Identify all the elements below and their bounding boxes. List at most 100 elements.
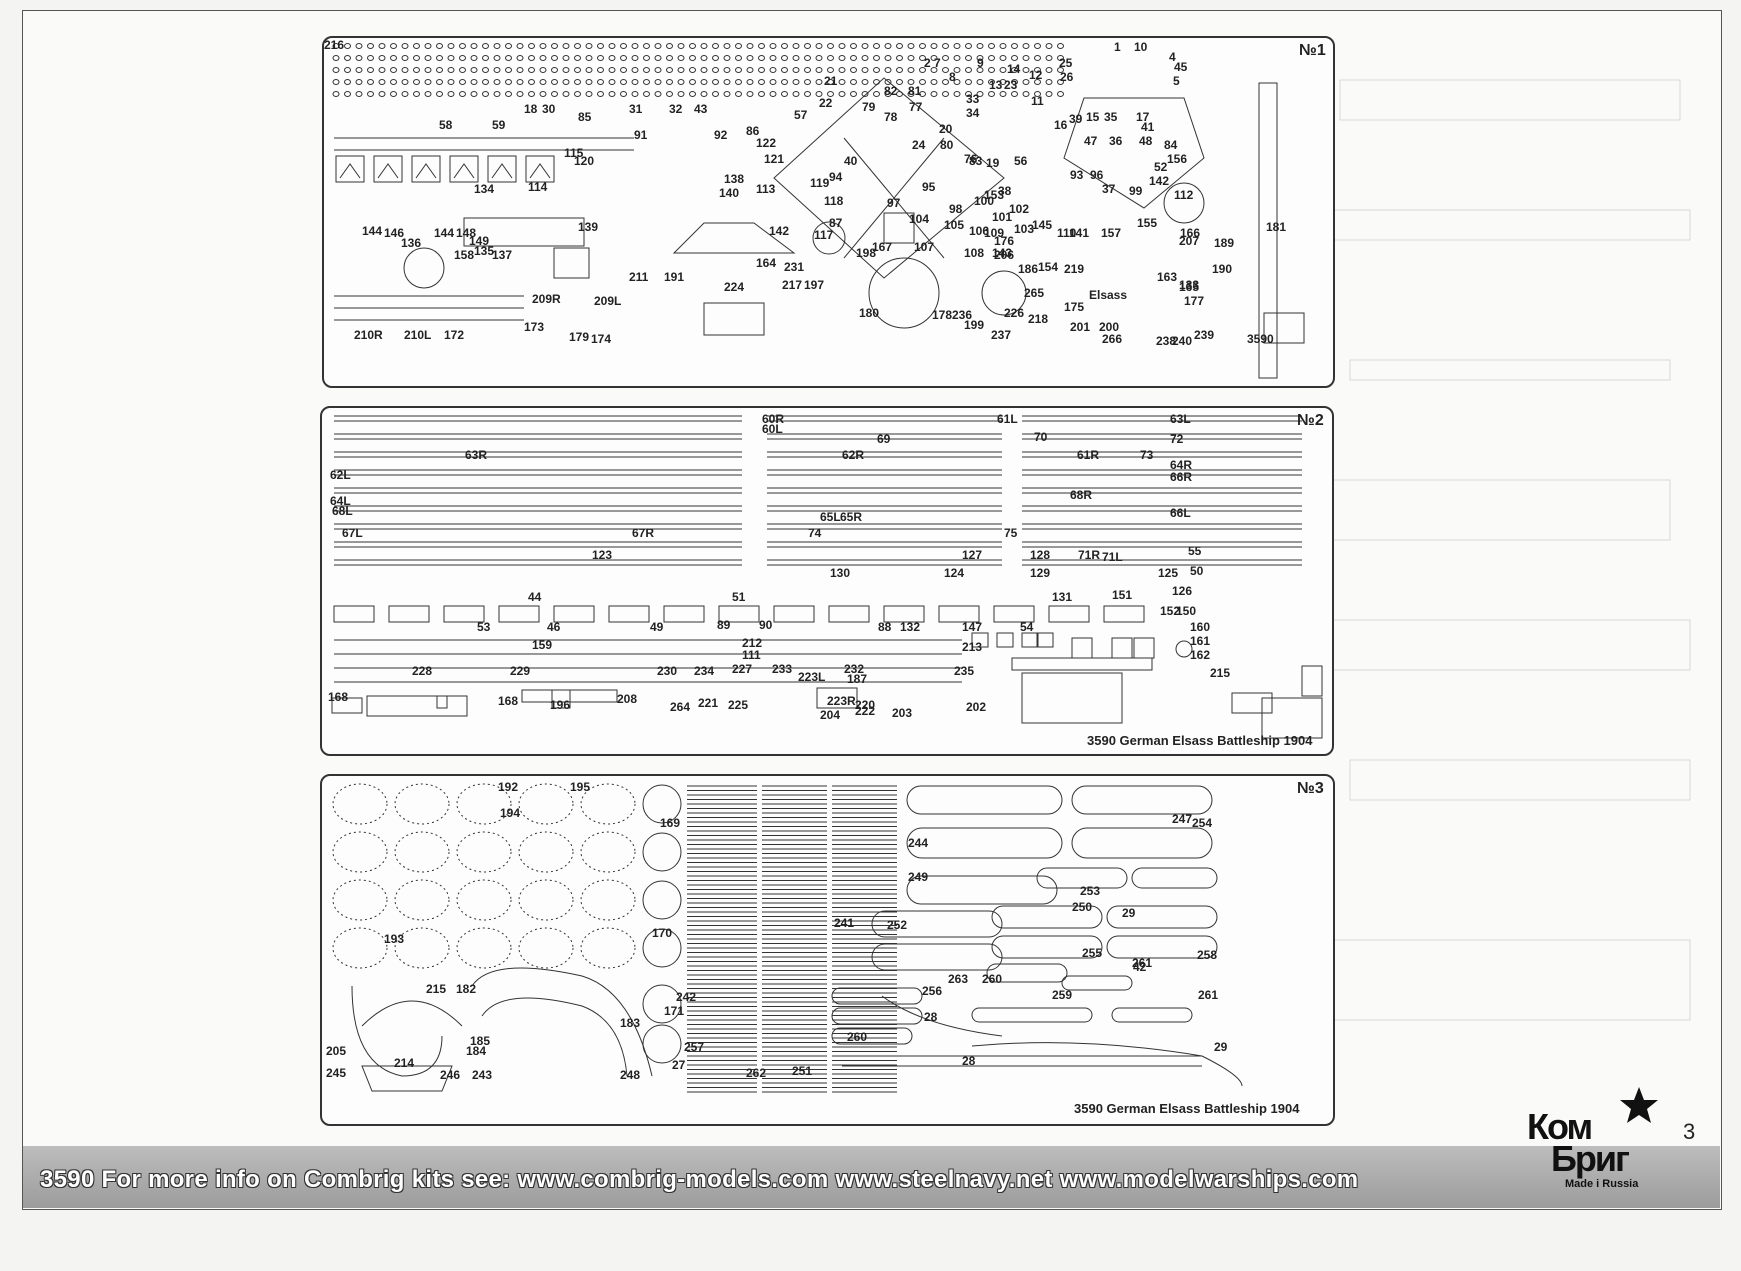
part-number-label: 16 <box>1054 118 1068 132</box>
part-number-label: 197 <box>804 278 825 292</box>
part-number-label: 110 <box>1057 226 1077 240</box>
part-number-label: 178 <box>932 308 953 322</box>
part-number-label: 57 <box>794 108 808 122</box>
part-number-label: 233 <box>772 662 793 676</box>
part-number-label: 144 <box>362 224 383 238</box>
part-number-label: 141 <box>1069 226 1090 240</box>
part-number-label: 114 <box>528 180 548 194</box>
part-number-label: 148 <box>456 226 477 240</box>
star-icon <box>1620 1087 1658 1123</box>
part-number-label: 63L <box>1170 412 1191 426</box>
part-number-label: 128 <box>1030 548 1051 562</box>
part-number-label: 135 <box>474 244 495 258</box>
part-number-label: 11 <box>1031 94 1044 108</box>
part-number-label: 93 <box>1070 168 1084 182</box>
part-number-label: 214 <box>394 1056 415 1070</box>
part-number-label: 43 <box>694 102 708 116</box>
part-number-label: 50 <box>1190 564 1204 578</box>
part-number-label: 136 <box>401 236 422 250</box>
part-number-label: 64L <box>330 494 351 508</box>
part-number-label: 156 <box>1167 152 1188 166</box>
part-number-label: 37 <box>1102 182 1116 196</box>
part-number-label: 187 <box>847 672 868 686</box>
part-number-label: 240 <box>1172 334 1193 348</box>
part-number-label: 112 <box>1174 188 1194 202</box>
part-number-label: 80 <box>940 138 954 152</box>
part-number-label: 230 <box>657 664 678 678</box>
part-number-label: 94 <box>829 170 843 184</box>
part-number-label: 104 <box>909 212 930 226</box>
part-number-label: 133 <box>1179 278 1200 292</box>
fret-3-artwork <box>332 783 1243 1093</box>
part-number-label: 263 <box>948 972 969 986</box>
footer-band <box>23 1146 1720 1208</box>
part-number-label: 10 <box>1134 40 1148 54</box>
part-number-label: 121 <box>764 152 785 166</box>
part-number-label: 129 <box>1030 566 1051 580</box>
part-number-label: 52 <box>1154 160 1168 174</box>
part-number-label: 17 <box>1136 110 1150 124</box>
part-number-label: 154 <box>1038 260 1059 274</box>
part-number-label: 48 <box>1139 134 1153 148</box>
logo-word-bottom: Бриг <box>1551 1138 1630 1179</box>
part-number-label: 9 <box>977 56 984 70</box>
part-number-label: 234 <box>694 664 715 678</box>
part-number-label: 140 <box>719 186 740 200</box>
part-number-label: 159 <box>532 638 553 652</box>
part-number-label: 42 <box>1133 960 1147 974</box>
part-number-label: 31 <box>629 102 643 116</box>
part-number-label: 218 <box>1028 312 1049 326</box>
part-number-label: 68R <box>1070 488 1093 502</box>
part-number-label: 143 <box>992 246 1013 260</box>
part-number-label: 98 <box>949 202 963 216</box>
part-number-label: 175 <box>1064 300 1085 314</box>
part-number-label: 181 <box>1266 220 1287 234</box>
part-number-label: 54 <box>1020 620 1034 634</box>
part-number-label: 65R <box>840 510 863 524</box>
part-number-label: 22 <box>819 96 833 110</box>
part-number-label: 101 <box>992 210 1013 224</box>
part-number-label: 111 <box>742 648 761 662</box>
part-number-label: 55 <box>1188 544 1202 558</box>
part-number-label: 147 <box>962 620 983 634</box>
part-number-label: 215 <box>1210 666 1231 680</box>
part-number-label: 145 <box>1032 218 1053 232</box>
part-number-label: 131 <box>1052 590 1073 604</box>
show-through-ghost <box>1330 79 1691 1021</box>
part-number-label: 244 <box>908 836 929 850</box>
part-number-label: 221 <box>698 696 719 710</box>
part-number-label: 182 <box>456 982 477 996</box>
part-number-label: 120 <box>574 154 595 168</box>
logo-tagline: Made i Russia <box>1565 1178 1639 1190</box>
part-number-label: 158 <box>454 248 475 262</box>
part-number-label: 60R <box>762 412 785 426</box>
part-number-label: 153 <box>984 188 1005 202</box>
part-number-label: 60L <box>762 422 783 436</box>
part-number-label: 168 <box>328 690 349 704</box>
part-number-label: 34 <box>966 106 980 120</box>
part-number-label: 62L <box>330 468 351 482</box>
part-number-label: 2 <box>924 56 931 70</box>
part-number-label: 4 <box>1169 50 1176 64</box>
part-number-label: 229 <box>510 664 531 678</box>
part-number-label: 195 <box>570 780 591 794</box>
part-number-label: 149 <box>469 234 490 248</box>
part-number-label: 223L <box>798 670 826 684</box>
part-number-label: 32 <box>669 102 683 116</box>
part-number-label: 146 <box>384 226 405 240</box>
part-number-label: 23 <box>1004 78 1018 92</box>
part-number-label: 102 <box>1009 202 1030 216</box>
part-number-label: 151 <box>1112 588 1133 602</box>
part-number-label: 228 <box>412 664 433 678</box>
part-number-label: 95 <box>922 180 936 194</box>
part-number-label: 241 <box>834 916 855 930</box>
part-number-label: 24 <box>912 138 926 152</box>
part-number-label: 242 <box>676 990 697 1004</box>
part-number-label: 62R <box>842 448 865 462</box>
combrig-logo: Ком Бриг Made i Russia <box>1527 1086 1697 1194</box>
part-number-label: 239 <box>1194 328 1215 342</box>
part-number-label: 26 <box>1060 70 1074 84</box>
part-number-label: 79 <box>862 100 876 114</box>
part-number-label: 88 <box>878 620 892 634</box>
part-number-label: 46 <box>547 620 561 634</box>
